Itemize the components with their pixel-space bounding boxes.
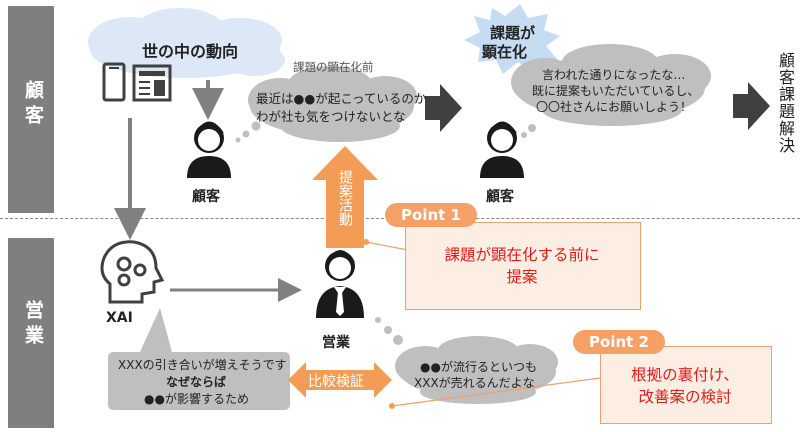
trend-cloud-label: 世の中の動向 bbox=[142, 42, 239, 61]
point2-line-2: 改善案の検討 bbox=[638, 388, 732, 406]
sales-bubble-line-1: ●●が流行るといつも bbox=[420, 360, 537, 374]
newspaper-icon bbox=[132, 64, 172, 102]
xai-speech-bubble bbox=[108, 308, 290, 410]
customer-thought-bubble-2 bbox=[511, 44, 711, 126]
timeline-arrow-1 bbox=[425, 84, 462, 132]
smartphone-icon bbox=[102, 62, 126, 102]
point1-box bbox=[405, 222, 641, 310]
sales-label: 営業 bbox=[322, 335, 350, 351]
point1-tag: Point 1 bbox=[385, 203, 477, 227]
sidebar-customer bbox=[8, 6, 54, 213]
sales-thought-bubble bbox=[395, 336, 558, 404]
proposal-arrow-label: 提案活動 bbox=[337, 170, 353, 226]
xai-bubble-line-2: なぜならば bbox=[166, 375, 227, 389]
bubble2-line-1: 言われた通りになったな… bbox=[542, 68, 686, 82]
point2-tag: Point 2 bbox=[573, 330, 665, 354]
bubble1-line-2: わが社も気をつけないとな bbox=[256, 109, 406, 124]
trend-cloud bbox=[88, 8, 285, 78]
resolution-label: 顧客課題解決 bbox=[776, 52, 795, 154]
xai-head-icon bbox=[100, 240, 165, 304]
star-line-1: 課題が bbox=[490, 24, 536, 42]
sidebar-customer-label: 顧客 bbox=[22, 80, 44, 130]
compare-arrow-label: 比較検証 bbox=[308, 374, 364, 390]
customer-person-icon bbox=[187, 121, 231, 178]
bubble2-line-2: 既に提案もいただいているし、 bbox=[532, 84, 700, 98]
star-line-2: 顕在化 bbox=[482, 43, 528, 61]
bubble2-line-3: 〇〇社さんにお願いしよう！ bbox=[536, 100, 693, 114]
star-burst bbox=[464, 4, 560, 74]
customer1-label: 顧客 bbox=[192, 189, 220, 205]
customer-thought-bubble bbox=[248, 66, 417, 142]
point2-line-1: 根拠の裏付け、 bbox=[631, 366, 739, 384]
sidebar-sales bbox=[8, 238, 54, 428]
customer-person-icon-2 bbox=[480, 121, 524, 178]
before-visualization-label: 課題の顕在化前 bbox=[293, 60, 374, 74]
compare-arrow bbox=[288, 362, 392, 398]
bubble1-line-1: 最近は●●が起こっているのか bbox=[256, 91, 427, 106]
xai-bubble-line-3: ●●が影響するため bbox=[144, 392, 249, 406]
customer2-label: 顧客 bbox=[486, 189, 514, 205]
sales-person-icon bbox=[316, 250, 364, 318]
xai-label: XAI bbox=[106, 310, 133, 326]
point1-line-2: 提案 bbox=[506, 268, 538, 286]
timeline-arrow-2 bbox=[733, 82, 770, 130]
sales-bubble-line-2: XXXが売れるんだよな bbox=[414, 376, 535, 390]
point2-box bbox=[600, 346, 772, 424]
sidebar-sales-label: 営業 bbox=[22, 300, 44, 350]
xai-bubble-line-1: XXXの引き合いが増えそうです bbox=[118, 358, 287, 372]
point1-line-1: 課題が顕在化する前に bbox=[444, 246, 600, 264]
proposal-arrow bbox=[312, 146, 378, 248]
